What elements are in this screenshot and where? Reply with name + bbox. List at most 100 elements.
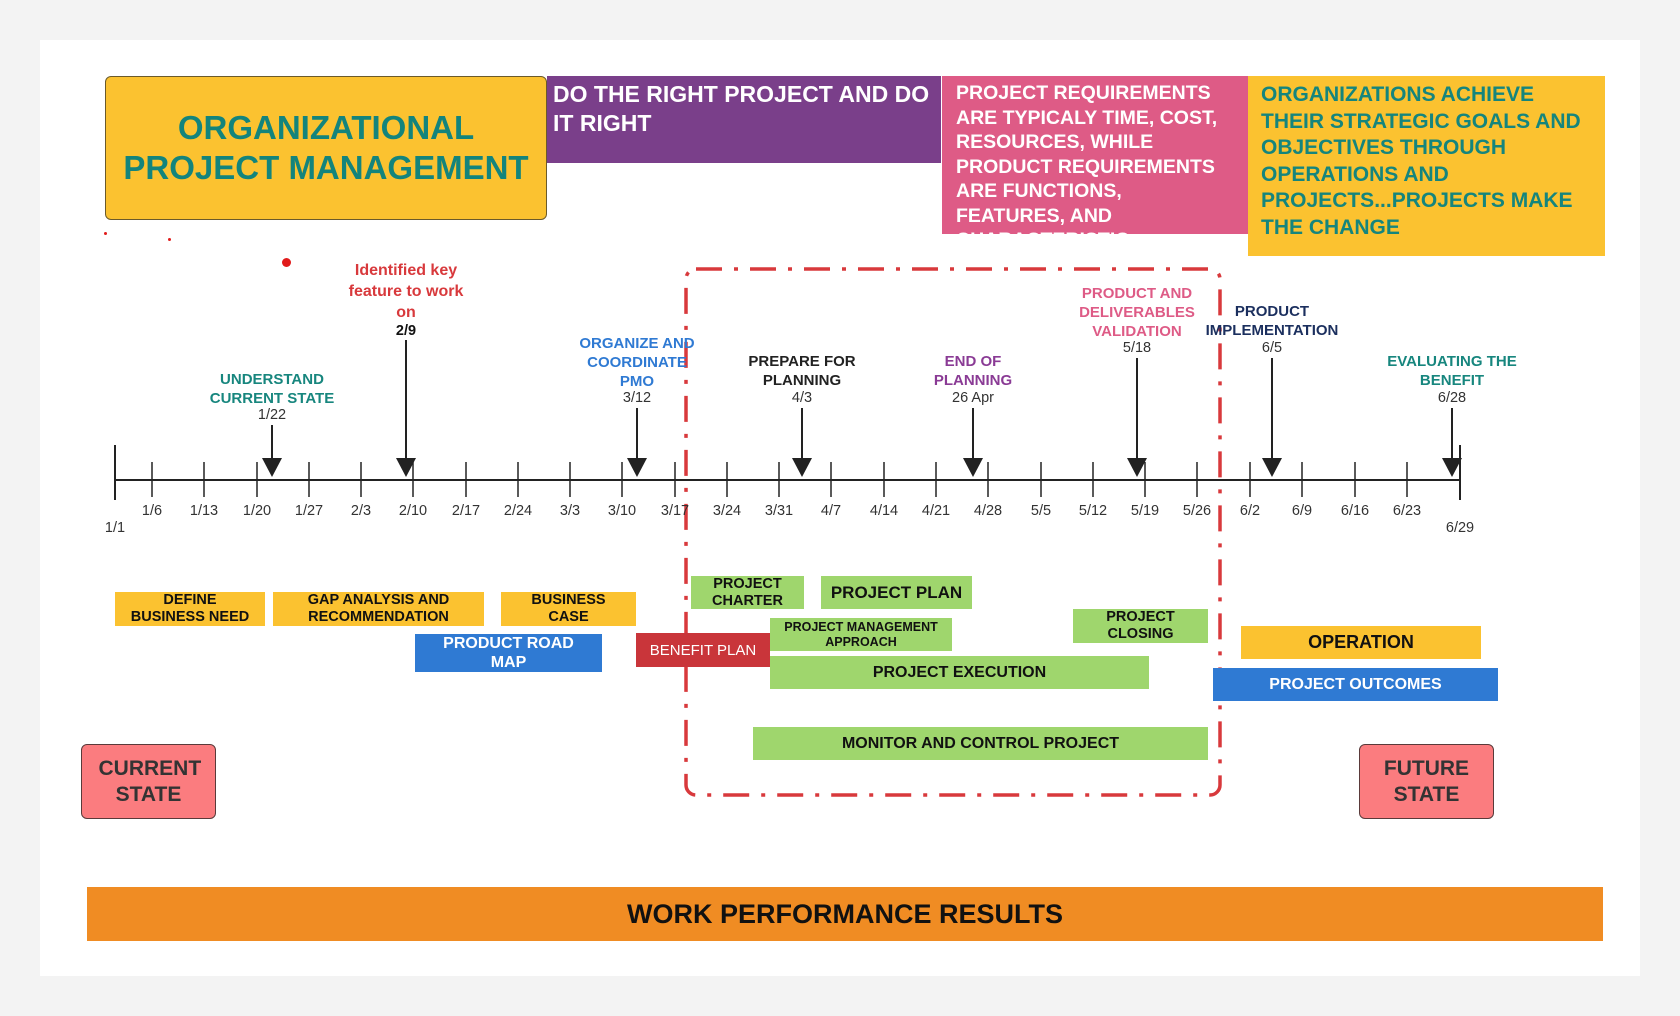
milestone-label: PREPARE FOR PLANNING xyxy=(748,353,856,389)
planning-phase-frame xyxy=(684,267,1222,797)
tick-label: 5/5 xyxy=(1030,503,1052,519)
principle-box: DO THE RIGHT PROJECT AND DO IT RIGHT xyxy=(547,76,941,163)
tick-label: 4/14 xyxy=(869,503,899,519)
activity-label: OPERATION xyxy=(1308,632,1414,652)
activity-label: PROJECT CHARTER xyxy=(712,575,783,609)
title-box: ORGANIZATIONAL PROJECT MANAGEMENT xyxy=(105,76,547,220)
tick-label: 4/21 xyxy=(921,503,951,519)
red-dot xyxy=(168,238,171,241)
milestone-date: 3/12 xyxy=(622,390,652,406)
activity-monitor-control: MONITOR AND CONTROL PROJECT xyxy=(753,727,1208,760)
activity-label: MONITOR AND CONTROL PROJECT xyxy=(841,735,1120,752)
milestone-label: ORGANIZE AND COORDINATE PMO xyxy=(579,335,695,390)
tick-label: 6/9 xyxy=(1291,503,1313,519)
activity-project-charter: PROJECT CHARTER xyxy=(691,576,804,609)
tick-label: 3/17 xyxy=(660,503,690,519)
tick-label: 6/23 xyxy=(1392,503,1422,519)
tick-label: 5/26 xyxy=(1182,503,1212,519)
strategy-box: ORGANIZATIONS ACHIEVE THEIR STRATEGIC GO… xyxy=(1248,76,1605,256)
tick-label: 1/27 xyxy=(294,503,324,519)
activity-label: PROJECT EXECUTION xyxy=(872,664,1047,681)
milestone-arrow-head xyxy=(1442,458,1462,477)
tick-label: 5/12 xyxy=(1078,503,1108,519)
milestone-label: END OF PLANNING xyxy=(933,353,1013,389)
milestone-arrow-head xyxy=(963,458,983,477)
tick-label: 6/29 xyxy=(1445,520,1475,536)
activity-project-execution: PROJECT EXECUTION xyxy=(770,656,1149,689)
tick-label: 3/31 xyxy=(764,503,794,519)
activity-operation: OPERATION xyxy=(1241,626,1481,659)
milestone-date: 6/28 xyxy=(1437,390,1467,406)
milestone-prepare-for-planning: PREPARE FOR PLANNING xyxy=(742,352,862,390)
activity-label: PROJECT CLOSING xyxy=(1106,609,1175,642)
activity-product-road-map: PRODUCT ROAD MAP xyxy=(415,634,602,672)
tick-label: 3/3 xyxy=(559,503,581,519)
milestone-date: 2/9 xyxy=(395,323,417,339)
activity-gap-analysis: GAP ANALYSIS AND RECOMMENDATION xyxy=(273,592,484,626)
work-performance-results-bar: WORK PERFORMANCE RESULTS xyxy=(87,887,1603,941)
tick-label: 3/24 xyxy=(712,503,742,519)
timeline-graphic xyxy=(114,267,1462,797)
future-state-label: FUTURE STATE xyxy=(1383,756,1470,806)
current-state-label: CURRENT STATE xyxy=(98,756,202,806)
tick-label: 1/20 xyxy=(242,503,272,519)
milestone-arrow-head xyxy=(262,458,282,477)
activity-project-closing: PROJECT CLOSING xyxy=(1073,609,1208,643)
milestone-understand-current-state: UNDERSTAND CURRENT STATE xyxy=(202,370,342,408)
milestone-date: 5/18 xyxy=(1122,340,1152,356)
tick-label: 6/16 xyxy=(1340,503,1370,519)
activity-label: BUSINESS CASE xyxy=(531,592,606,625)
principle-text: DO THE RIGHT PROJECT AND DO IT RIGHT xyxy=(553,81,930,136)
milestone-date: 4/3 xyxy=(791,390,813,406)
activity-label: GAP ANALYSIS AND RECOMMENDATION xyxy=(307,592,450,625)
activity-project-plan: PROJECT PLAN xyxy=(821,576,972,609)
milestone-product-implementation: PRODUCT IMPLEMENTATION xyxy=(1202,302,1342,340)
activity-label: PROJECT PLAN xyxy=(830,583,963,602)
activity-business-case: BUSINESS CASE xyxy=(501,592,636,626)
tick-label: 3/10 xyxy=(607,503,637,519)
milestone-label: Identified key feature to work on xyxy=(348,262,464,321)
activity-define-business-need: DEFINE BUSINESS NEED xyxy=(115,592,265,626)
milestone-date: 1/22 xyxy=(257,407,287,423)
activity-project-outcomes: PROJECT OUTCOMES xyxy=(1213,668,1498,701)
milestone-organize-pmo: ORGANIZE AND COORDINATE PMO xyxy=(575,334,700,391)
activity-label: DEFINE BUSINESS NEED xyxy=(130,592,250,625)
red-dot xyxy=(104,232,107,235)
milestone-label: UNDERSTAND CURRENT STATE xyxy=(209,371,335,407)
red-dot xyxy=(282,258,291,267)
requirements-box: PROJECT REQUIREMENTS ARE TYPICALY TIME, … xyxy=(942,76,1248,251)
activity-label: BENEFIT PLAN xyxy=(649,641,757,659)
current-state-box: CURRENT STATE xyxy=(81,744,216,819)
activity-benefit-plan: BENEFIT PLAN xyxy=(636,633,770,667)
milestone-arrow-head xyxy=(792,458,812,477)
activity-label: PROJECT OUTCOMES xyxy=(1269,676,1442,693)
tick-label: 2/3 xyxy=(350,503,372,519)
milestone-evaluating-benefit: EVALUATING THE BENEFIT xyxy=(1382,352,1522,390)
milestone-arrow-head xyxy=(396,458,416,477)
milestone-label: EVALUATING THE BENEFIT xyxy=(1387,353,1517,389)
tick-label: 2/17 xyxy=(451,503,481,519)
milestone-arrow-head xyxy=(1262,458,1282,477)
activity-label: PROJECT MANAGEMENT APPROACH xyxy=(784,619,938,649)
tick-label: 4/7 xyxy=(820,503,842,519)
diagram-canvas: ORGANIZATIONAL PROJECT MANAGEMENT DO THE… xyxy=(40,40,1640,976)
tick-label: 5/19 xyxy=(1130,503,1160,519)
milestone-label: PRODUCT IMPLEMENTATION xyxy=(1205,303,1339,339)
page-title: ORGANIZATIONAL PROJECT MANAGEMENT xyxy=(123,109,529,186)
tick-label: 4/28 xyxy=(973,503,1003,519)
milestone-date: 26 Apr xyxy=(952,390,994,406)
future-state-box: FUTURE STATE xyxy=(1359,744,1494,819)
activity-pm-approach: PROJECT MANAGEMENT APPROACH xyxy=(770,618,952,651)
milestone-arrow-head xyxy=(627,458,647,477)
milestone-identified-key-feature: Identified key feature to work on xyxy=(339,260,474,323)
tick-label: 6/2 xyxy=(1239,503,1261,519)
activity-label: PRODUCT ROAD MAP xyxy=(443,635,574,671)
milestone-end-of-planning: END OF PLANNING xyxy=(928,352,1018,390)
milestone-arrow-head xyxy=(1127,458,1147,477)
requirements-text: PROJECT REQUIREMENTS ARE TYPICALY TIME, … xyxy=(956,82,1218,251)
milestone-product-validation: PRODUCT AND DELIVERABLES VALIDATION xyxy=(1075,284,1200,341)
tick-label: 1/13 xyxy=(189,503,219,519)
tick-label: 2/24 xyxy=(503,503,533,519)
milestone-date: 6/5 xyxy=(1261,340,1283,356)
milestone-label: PRODUCT AND DELIVERABLES VALIDATION xyxy=(1079,285,1195,340)
